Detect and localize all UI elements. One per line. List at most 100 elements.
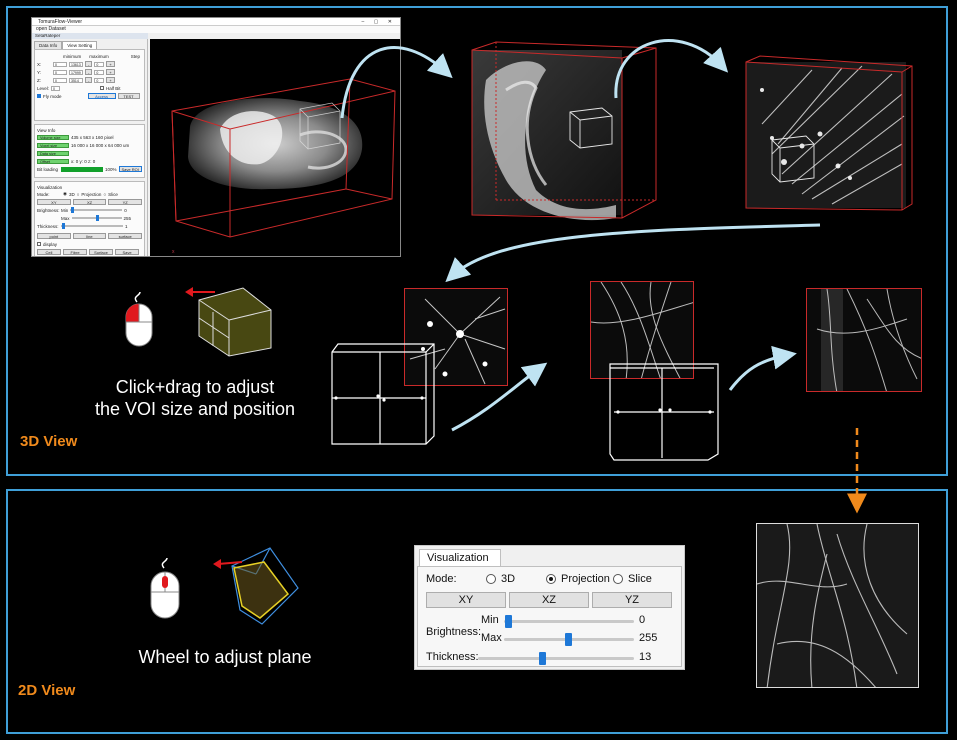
volume-size-value: 435 x 563 x 160 pixel [71,134,114,140]
save-roi-button[interactable]: Save ROI [118,166,142,172]
header-maximum: maximum [89,53,109,59]
coords-group: minimum maximum Step X: 0 13613 - 0 + Y:… [34,49,145,121]
fibre-button[interactable]: Fibre [63,249,87,255]
yz-button[interactable]: YZ [592,592,672,608]
header-minimum: minimum [63,53,82,59]
x-min-input[interactable]: 0 [53,61,67,67]
tab-data-info[interactable]: Data Info [34,41,63,49]
menu-open-dataset[interactable]: open Dataset [36,26,66,32]
opt-slice-label: Slice [108,191,118,197]
xz-button[interactable]: XZ [509,592,589,608]
surface2-button[interactable]: Surface [89,249,113,255]
view2d-label: 2D View [18,682,76,699]
fly-mode-checkbox[interactable] [37,94,41,98]
projection-stage-2-image [590,281,694,379]
mouse-wheel-icon [150,557,180,619]
half-bit-checkbox[interactable] [100,86,105,90]
projection-stage-3-image [806,288,922,392]
y-min-input[interactable]: 0 [53,69,67,75]
min-value: 0 [124,207,127,213]
thickness-value: 1 [125,223,128,229]
bit-loading-pct: 100% [105,166,117,172]
test-button[interactable]: TEST [117,93,140,99]
projection-stage-2-cube [609,363,719,461]
header-step: Step [130,53,141,59]
thickness-slider-thumb[interactable] [538,652,546,665]
radio-slice[interactable]: ○ [103,191,107,197]
x-step-input[interactable]: 0 [94,61,105,67]
yz-button[interactable]: YZ [108,199,143,205]
point-button[interactable]: point [37,233,71,239]
tab-view-setting[interactable]: View Setting [62,41,98,49]
axis-label: X: [37,61,42,67]
data-size-label: Data size [37,150,69,156]
thickness-slider[interactable] [478,657,634,660]
max-slider-thumb[interactable] [564,633,572,646]
wheel-caption: Wheel to adjust plane [138,647,312,667]
render-viewport[interactable]: x [150,39,400,256]
x-max-input[interactable]: 13613 [69,61,83,67]
slice-fibers-render [757,524,908,687]
radio-projection[interactable]: ○ [76,191,80,197]
fly-row: Fly mode Access TEST [37,92,142,100]
z-step-input[interactable]: 0 [94,77,105,83]
radio-slice[interactable] [613,574,623,584]
radio-projection[interactable] [546,574,556,584]
min-label: Min [61,207,69,213]
y-inc-button[interactable]: + [106,69,115,75]
thickness-label: Thickness: [37,223,59,229]
coord-row-y: Y: 0 17999 - 0 + [37,68,142,76]
radio-3d[interactable]: ◉ [63,191,67,196]
half-bit-label: Half Bit [106,85,121,91]
z-min-input[interactable]: 0 [53,77,67,83]
bit-loading-label: Bit loading [37,166,59,172]
radio-3d[interactable] [486,574,496,584]
volume-zoom-1 [471,41,657,221]
y-max-input[interactable]: 17999 [69,69,83,75]
z-dec-button[interactable]: - [85,77,93,83]
y-step-input[interactable]: 0 [94,69,105,75]
x-inc-button[interactable]: + [106,61,115,67]
x-dec-button[interactable]: - [85,61,93,67]
line-button[interactable]: line [72,233,107,239]
xz-button[interactable]: XZ [72,199,107,205]
mouse-left-click-icon [125,291,153,347]
level-label: Level: [37,85,50,91]
xy-button[interactable]: XY [37,199,71,205]
xy-button[interactable]: XY [426,592,506,608]
min-slider[interactable] [70,207,123,213]
display-checkbox[interactable] [37,242,41,246]
neuron-fibers-render [816,289,921,391]
min-slider-thumb[interactable] [504,615,512,628]
opt-3d-label: 3D [501,573,516,585]
save-swc-button[interactable]: Save SWC [115,249,139,256]
tab-visualization[interactable]: Visualization [419,549,501,567]
access-button[interactable]: Access [87,93,116,99]
coord-row-x: X: 0 13613 - 0 + [37,60,142,68]
y-dec-button[interactable]: - [85,69,93,75]
brightness-label: Brightness: [426,626,482,638]
app-titlebar: TomuraFlow-Viewer – ▢ ✕ [32,18,400,26]
mode-label: Mode: [37,191,50,197]
side-panel-header: SetaRateper [32,33,148,39]
view2d-frame [6,489,948,734]
cell-button[interactable]: Cell [37,249,61,255]
window-controls[interactable]: – ▢ ✕ [361,19,396,25]
visualization-panel: Visualization Mode: 3D Projection Slice … [414,545,685,670]
level-input[interactable]: 0 [51,85,61,91]
brightness-label: Brightness: [37,207,60,213]
surface-button[interactable]: surface [108,233,143,239]
voxel-size-label: Voxel size [37,142,69,148]
z-inc-button[interactable]: + [106,77,115,83]
z-max-input[interactable]: 3514 [69,77,83,83]
max-label: Max [61,215,70,221]
max-value: 255 [123,215,132,221]
thickness-slider[interactable] [61,223,123,229]
max-slider[interactable] [71,215,122,221]
app-menubar: open Dataset [32,26,400,33]
view3d-frame [6,6,948,476]
visualization-group: Visualization Mode: ◉3D ○Projection ○Sli… [34,181,145,256]
min-slider[interactable] [504,620,634,623]
